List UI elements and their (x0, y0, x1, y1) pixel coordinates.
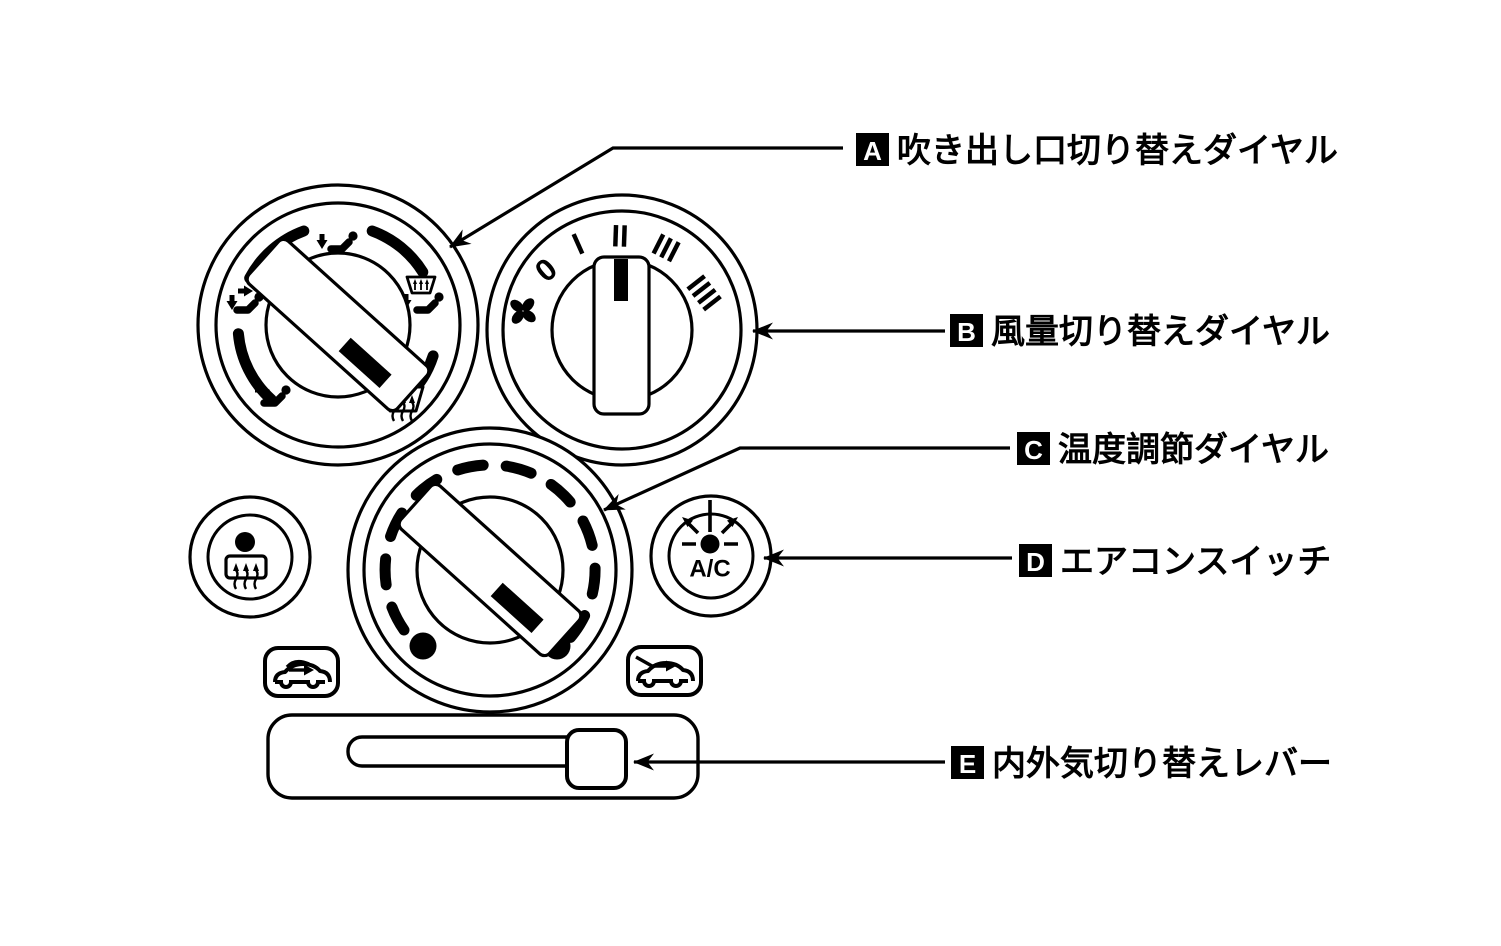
ac-indicator-icon (682, 500, 738, 554)
callout-a-label: 吹き出し口切り替えダイヤル (897, 132, 1338, 170)
callout-e-key: E (959, 749, 976, 779)
leader-arrow-a (449, 146, 843, 249)
callout-b-box (950, 314, 983, 347)
callout-e: E 内外気切り替えレバー (951, 745, 1332, 783)
mode-dial-knob (245, 237, 431, 413)
callout-c: C 温度調節ダイヤル (1017, 431, 1329, 469)
temp-cold-dot (409, 632, 437, 660)
fan-scale-2: II (611, 218, 629, 254)
callout-a-box (856, 133, 889, 166)
callout-d: D エアコンスイッチ (1019, 543, 1331, 581)
callout-b: B 風量切り替えダイヤル (950, 313, 1330, 351)
mode-dial-pointer (338, 337, 392, 388)
recirc-button (263, 646, 340, 698)
callout-c-key: C (1024, 435, 1043, 465)
mode-dial (196, 183, 480, 467)
callout-c-box (1017, 432, 1050, 465)
fan-dial: 0 I II III IIII (485, 193, 759, 467)
slider-knob (565, 728, 628, 790)
callout-d-key: D (1026, 547, 1045, 577)
temp-dial-pointer (490, 582, 544, 633)
temp-dial-arc (379, 459, 601, 643)
fan-dial-pointer (614, 259, 628, 301)
callout-d-box (1019, 544, 1052, 577)
callout-e-label: 内外気切り替えレバー (992, 745, 1332, 783)
fresh-air-icon (635, 655, 695, 688)
leader-lines (449, 146, 1012, 771)
intake-lever-slider (266, 713, 700, 800)
callout-b-label: 風量切り替えダイヤル (991, 313, 1330, 351)
callout-e-box (951, 746, 984, 779)
callout-c-label: 温度調節ダイヤル (1058, 431, 1329, 469)
leader-arrow-c (603, 446, 1010, 512)
temp-dial (346, 426, 634, 714)
fresh-air-button (626, 645, 703, 697)
ac-button: A/C (649, 494, 773, 618)
fan-icon (510, 298, 536, 324)
recirculation-icon (273, 659, 332, 689)
ac-button-label: A/C (689, 556, 730, 583)
rear-defogger-icon (224, 532, 268, 590)
fan-dial-knob (550, 255, 694, 416)
callout-d-label: エアコンスイッチ (1060, 543, 1331, 581)
rear-defogger-button (188, 495, 312, 619)
callout-b-key: B (957, 317, 976, 347)
callout-a: A 吹き出し口切り替えダイヤル (856, 132, 1338, 170)
callout-a-key: A (863, 136, 882, 166)
temp-dial-knob (397, 482, 583, 658)
